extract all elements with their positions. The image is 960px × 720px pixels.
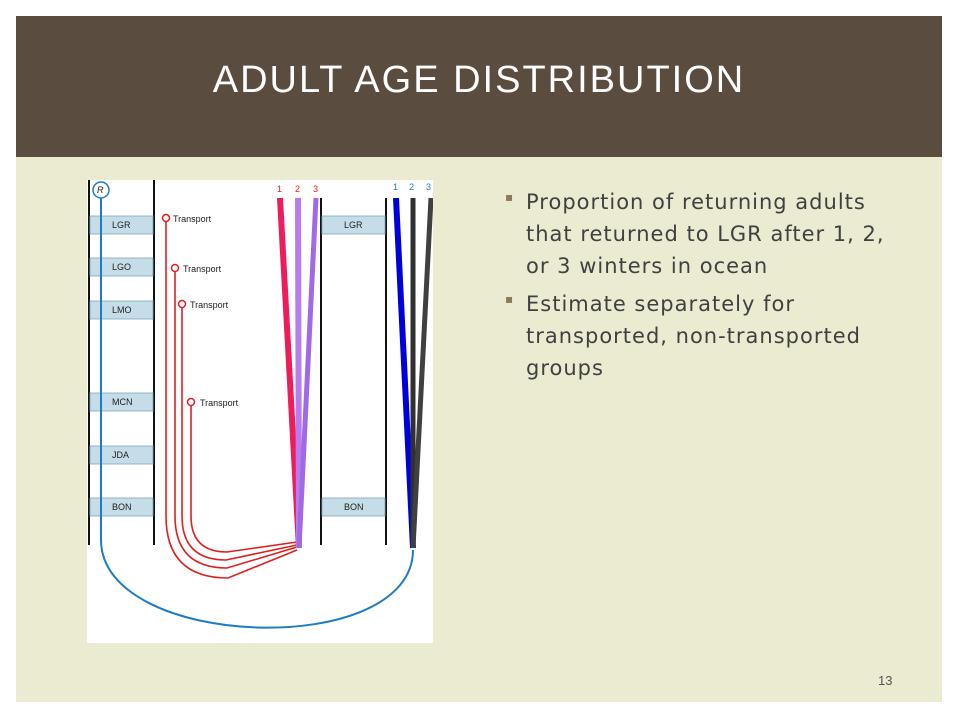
left-dam-bon: BON — [89, 497, 154, 517]
left-dam-lgr: LGR — [89, 215, 154, 235]
transport-path-mcn — [190, 402, 298, 553]
svg-text:LGO: LGO — [112, 262, 131, 272]
svg-text:LMO: LMO — [112, 305, 132, 315]
svg-text:JDA: JDA — [112, 450, 129, 460]
page-number: 13 — [878, 673, 893, 688]
left-dam-lgo: LGO — [89, 257, 154, 277]
slide-title: ADULT AGE DISTRIBUTION — [212, 59, 746, 102]
migration-diagram: LGR LGO LMO MCN JDA BON LGR BON R — [87, 180, 433, 643]
bullet-text: Estimate separately for transported, non… — [526, 292, 861, 380]
left-dam-jda: JDA — [89, 445, 154, 465]
right-dam-bon: BON — [321, 497, 386, 517]
svg-text:Transport: Transport — [183, 264, 222, 274]
transported-winter-3-label: 3 — [313, 184, 318, 194]
svg-text:LGR: LGR — [344, 220, 363, 230]
svg-text:Transport: Transport — [200, 398, 239, 408]
in-river-return-fan: 1 2 3 — [393, 182, 433, 549]
transported-winter-2-line — [295, 197, 302, 549]
in-river-winter-1-label: 1 — [393, 182, 398, 192]
bullet-item: ▪ Proportion of returning adults that re… — [505, 186, 905, 282]
transported-winter-2-label: 2 — [295, 184, 300, 194]
in-river-winter-2-label: 2 — [409, 182, 414, 192]
in-river-winter-3-label: 3 — [426, 182, 431, 192]
transport-site-lmo: Transport — [177, 299, 229, 310]
svg-text:LGR: LGR — [112, 220, 131, 230]
bullet-list: ▪ Proportion of returning adults that re… — [505, 186, 905, 390]
square-bullet-icon: ▪ — [505, 190, 515, 204]
transported-return-fan: 1 2 3 — [277, 184, 319, 549]
transport-path-lgo — [174, 268, 298, 569]
in-river-migration-path — [100, 198, 414, 629]
transport-site-lgo: Transport — [170, 263, 222, 274]
release-marker: R — [92, 181, 110, 199]
right-dam-lgr: LGR — [321, 215, 386, 235]
left-dam-mcn: MCN — [89, 392, 154, 412]
in-river-winter-1-line — [393, 197, 416, 549]
bullet-item: ▪ Estimate separately for transported, n… — [505, 288, 905, 384]
left-dam-lmo: LMO — [89, 300, 154, 320]
title-bar: ADULT AGE DISTRIBUTION — [16, 16, 942, 157]
transport-path-lgr — [165, 220, 298, 579]
transport-path-lmo — [181, 304, 298, 561]
svg-text:R: R — [97, 185, 104, 195]
svg-text:MCN: MCN — [112, 397, 133, 407]
bullet-text: Proportion of returning adults that retu… — [526, 190, 885, 278]
transported-winter-1-label: 1 — [277, 184, 282, 194]
transported-winter-3-line — [296, 197, 319, 549]
transport-site-lgr: Transport — [161, 213, 212, 224]
in-river-winter-3-line — [410, 197, 433, 549]
svg-text:BON: BON — [344, 502, 364, 512]
svg-text:Transport: Transport — [190, 300, 229, 310]
transport-site-mcn: Transport — [186, 397, 239, 408]
square-bullet-icon: ▪ — [505, 292, 515, 306]
svg-text:BON: BON — [112, 502, 132, 512]
transport-paths — [165, 220, 298, 579]
diagram-background — [87, 180, 433, 643]
svg-text:Transport: Transport — [173, 214, 212, 224]
